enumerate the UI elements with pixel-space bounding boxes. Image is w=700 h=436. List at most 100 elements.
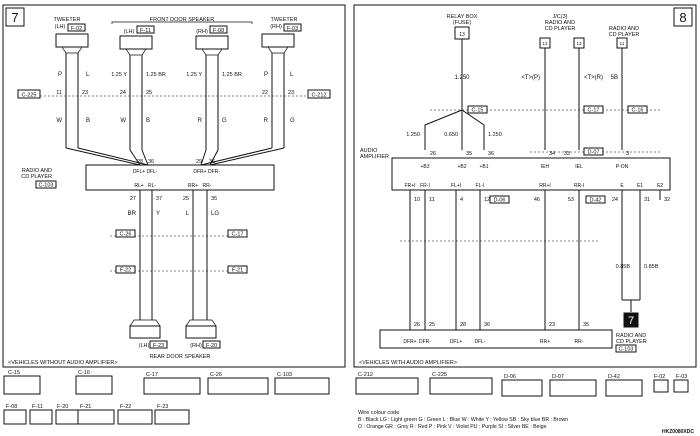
ground-ref-7-icon bbox=[623, 312, 639, 328]
amp-pin: +B1 bbox=[479, 164, 488, 170]
wire-label: L bbox=[290, 72, 294, 78]
f22-box bbox=[115, 265, 136, 274]
amp-label-2: AMPLIFIER bbox=[360, 154, 389, 160]
wire-label: 0.650 bbox=[444, 132, 458, 138]
legend-code: D-42 bbox=[608, 374, 620, 380]
c212-box bbox=[307, 89, 331, 99]
radio-pin: DFL+ bbox=[450, 339, 462, 345]
legend-code: F-08 bbox=[6, 404, 17, 410]
c15-code: C-15 bbox=[472, 108, 484, 114]
legend-code: F-20 bbox=[57, 404, 68, 410]
wire-label: 5B bbox=[611, 75, 618, 81]
front-door-speaker-title: FRONT DOOR SPEAKER bbox=[150, 17, 214, 23]
page-badge-right bbox=[673, 7, 693, 27]
c16-box bbox=[627, 105, 648, 114]
radio-label-2: CD PLAYER bbox=[21, 174, 52, 180]
amp-pin: E2 bbox=[657, 183, 663, 189]
wire-label: L bbox=[186, 211, 190, 217]
jc-num: 13 bbox=[576, 41, 582, 46]
pin-num: 27 bbox=[130, 196, 136, 202]
f22-code: F-22 bbox=[120, 268, 131, 274]
wire-label: G bbox=[290, 118, 295, 124]
pin-num: 35 bbox=[211, 196, 217, 202]
wire-label: <T>(R) bbox=[584, 75, 603, 81]
tweeter-lh-code: F-02 bbox=[71, 26, 82, 32]
amp-pin-num: 33 bbox=[564, 151, 570, 157]
wire-label: G bbox=[222, 118, 227, 124]
legend-code: C-15 bbox=[8, 370, 20, 376]
amp-pin-num: 34 bbox=[549, 151, 555, 157]
legend-code: C-16 bbox=[78, 370, 90, 376]
radio-pin: DFR- bbox=[419, 339, 431, 345]
rear-rh-side: (RH) bbox=[190, 343, 202, 349]
page-badge-right-text: 8 bbox=[679, 10, 686, 25]
pin-num: 22 bbox=[262, 90, 268, 96]
radio-pin-num: 25 bbox=[429, 322, 435, 328]
speaker-symbols-front bbox=[55, 33, 295, 56]
amp-pin-num: 11 bbox=[429, 197, 435, 203]
c212-code: C-212 bbox=[312, 93, 327, 99]
pin-label: DFL- bbox=[146, 169, 157, 175]
amp-pin-num: 10 bbox=[414, 197, 420, 203]
radio-pin-num: 26 bbox=[414, 322, 420, 328]
amp-pin-num: 26 bbox=[430, 151, 436, 157]
front-lh-code: F-11 bbox=[140, 28, 151, 34]
rear-rh-code: F-20 bbox=[206, 343, 217, 349]
pin-label: DFR- bbox=[208, 169, 220, 175]
rear-door-speaker-title: REAR DOOR SPEAKER bbox=[150, 354, 211, 360]
right-footer: <VEHICLES WITH AUDIO AMPLIFIER> bbox=[359, 360, 457, 366]
wire-colour-title: Wire colour code bbox=[358, 410, 399, 416]
radio-pin-num: 23 bbox=[549, 322, 555, 328]
c103-box bbox=[35, 180, 57, 189]
wire-label: P bbox=[264, 72, 268, 78]
c103-right-box bbox=[615, 344, 637, 353]
amp-pin-num: 53 bbox=[568, 197, 574, 203]
doc-code: HKZ0080XDC bbox=[662, 429, 694, 435]
amp-pin-num: 3 bbox=[626, 151, 629, 157]
pin-label: RL- bbox=[148, 183, 156, 189]
d07-box bbox=[583, 147, 604, 156]
rear-rh-code-box bbox=[202, 340, 221, 349]
amp-pin: FR-I bbox=[420, 183, 430, 189]
amp-pin-num: 4 bbox=[460, 197, 463, 203]
wire-label: 1.250 bbox=[488, 132, 502, 138]
amp-pin: +B2 bbox=[457, 164, 466, 170]
legend-code: F-21 bbox=[80, 404, 91, 410]
amp-pin: RR-I bbox=[574, 183, 584, 189]
radio-pin-num: 36 bbox=[484, 322, 490, 328]
fuse-label: (FUSE) bbox=[453, 20, 472, 26]
radio-pin: RR+ bbox=[540, 339, 550, 345]
pin-label: RR+ bbox=[188, 183, 198, 189]
ground-ref-7-text: 7 bbox=[628, 315, 634, 327]
tweeter-lh-label: TWEETER bbox=[54, 17, 81, 23]
wire-label: W bbox=[56, 118, 62, 124]
c17-code: C-17 bbox=[232, 232, 244, 238]
pin-num: 37 bbox=[156, 196, 162, 202]
jc-num: 13 bbox=[542, 41, 548, 46]
amp-label-1: AUDIO bbox=[360, 148, 378, 154]
relay-box-label: RELAY BOX bbox=[447, 14, 478, 20]
wire-label: R bbox=[264, 118, 269, 124]
legend-code: C-212 bbox=[358, 372, 373, 378]
front-lh-code-box bbox=[136, 25, 155, 34]
legend-code: F-22 bbox=[120, 404, 131, 410]
tweeter-lh-side: (LH) bbox=[55, 24, 66, 30]
c16-code: C-16 bbox=[632, 108, 644, 114]
wire-label: Y bbox=[156, 211, 160, 217]
c15-box bbox=[467, 105, 488, 114]
radio-right-label-2: CD PLAYER bbox=[609, 32, 640, 38]
amp-pin: FL-I bbox=[476, 183, 485, 189]
d07-code: D-07 bbox=[588, 150, 600, 156]
front-speaker-bracket bbox=[111, 21, 253, 24]
wire-label: LG bbox=[211, 211, 219, 217]
tweeter-rh-code-box bbox=[283, 23, 302, 32]
amp-pin-num: 36 bbox=[488, 151, 494, 157]
pin-label: DFL+ bbox=[133, 169, 145, 175]
page-badge-left-text: 7 bbox=[11, 10, 18, 25]
wire-colour-line-2: O : Orange GR : Grey R : Red P : Pink V … bbox=[358, 424, 546, 430]
wire-label: 1.250 bbox=[454, 75, 470, 81]
radio-label-1: RADIO AND bbox=[22, 168, 52, 174]
d42-code: D-42 bbox=[590, 198, 602, 204]
d06-box bbox=[489, 195, 510, 204]
